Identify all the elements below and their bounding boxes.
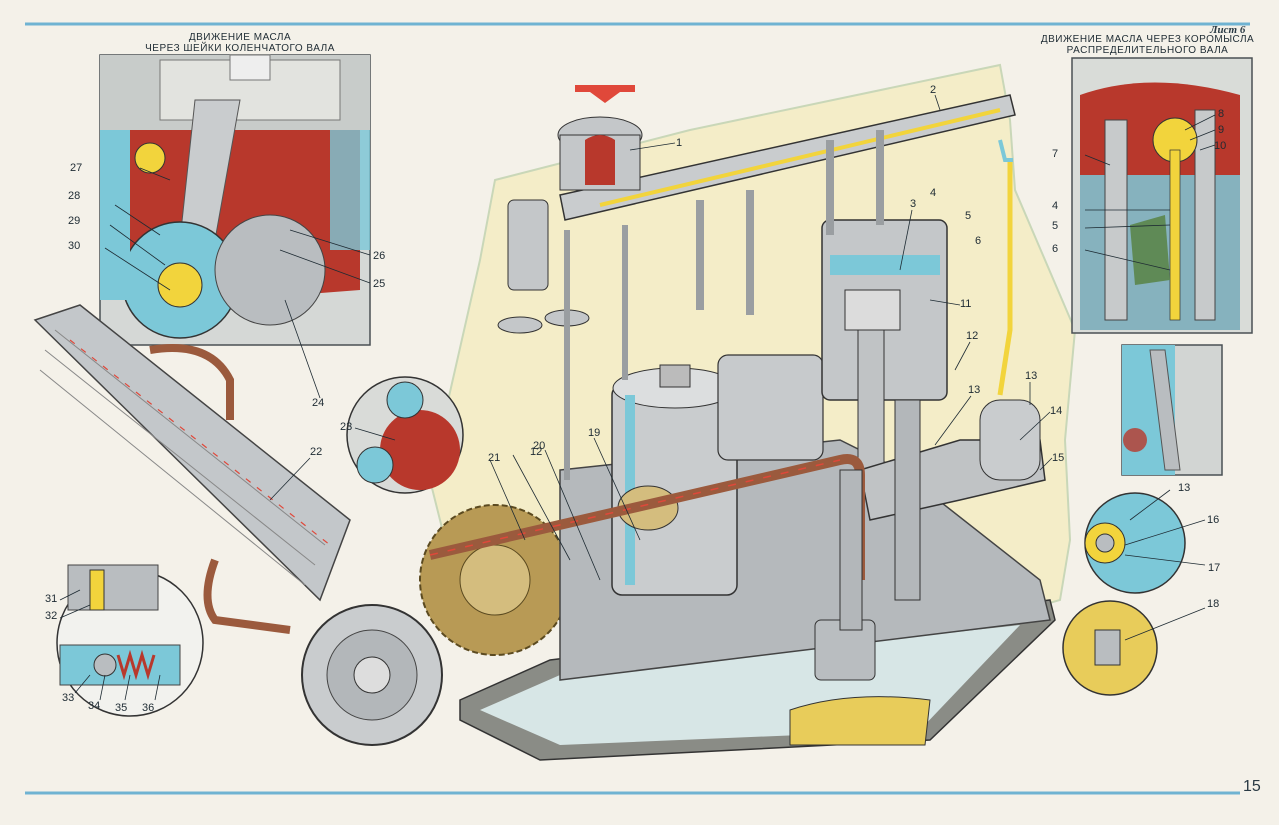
oil-filter (611, 364, 738, 596)
callout-20: 20 (533, 440, 546, 452)
callout-27: 27 (70, 162, 83, 174)
pump-shaft-inset (1121, 344, 1223, 476)
callout-15: 15 (1052, 452, 1065, 464)
callout-5: 5 (965, 210, 972, 222)
centrifuge-housing (717, 354, 824, 461)
callout-6: 6 (975, 235, 982, 247)
callout-14: 14 (1050, 405, 1063, 417)
leader-lines (59, 94, 1216, 701)
rocker-callout-8: 8 (1218, 108, 1225, 120)
left-inset-title-line1: ДВИЖЕНИЕ МАСЛА (188, 32, 292, 43)
left-inset-title: ДВИЖЕНИЕ МАСЛА ЧЕРЕЗ ШЕЙКИ КОЛЕНЧАТОГО В… (130, 32, 350, 54)
sump-oil-level (789, 696, 931, 746)
rocker-callout-5: 5 (1052, 220, 1059, 232)
right-inset-title-line1: ДВИЖЕНИЕ МАСЛА ЧЕРЕЗ КОРОМЫСЛА (1040, 34, 1255, 45)
callout-13-top: 13 (1025, 370, 1038, 382)
bypass-valve-inset (56, 564, 204, 717)
rocker-callout-4: 4 (1052, 200, 1059, 212)
oil-pump (814, 399, 921, 681)
callout-28: 28 (68, 190, 81, 202)
sheet-label: Лист 6 (1210, 24, 1246, 36)
callout-26: 26 (373, 250, 386, 262)
callout-3: 3 (910, 198, 917, 210)
rocker-inset (1071, 57, 1253, 334)
left-inset-title-line2: ЧЕРЕЗ ШЕЙКИ КОЛЕНЧАТОГО ВАЛА (145, 43, 335, 54)
callout-34: 34 (88, 700, 101, 712)
callout-12-left: 12 (530, 446, 543, 458)
callout-32: 32 (45, 610, 58, 622)
callout-22: 22 (310, 446, 323, 458)
rocker-callout-6: 6 (1052, 243, 1059, 255)
callout-24: 24 (312, 397, 325, 409)
rocker-callout-7: 7 (1052, 148, 1059, 160)
crankshaft-inset (99, 54, 371, 346)
callout-1: 1 (676, 137, 683, 149)
callout-25: 25 (373, 278, 386, 290)
callout-18: 18 (1207, 598, 1220, 610)
rocker-shaft-assembly (497, 94, 1016, 480)
gear-inset (346, 376, 464, 494)
callout-23: 23 (340, 421, 353, 433)
callout-19: 19 (588, 427, 601, 439)
callout-2: 2 (930, 84, 937, 96)
callout-31: 31 (45, 593, 58, 605)
callout-11: 11 (960, 298, 972, 310)
callout-35: 35 (115, 702, 128, 714)
callout-36: 36 (142, 702, 155, 714)
crankshaft-pulley (301, 604, 443, 746)
sump-drain-inset (1062, 600, 1158, 696)
page-number: 15 (1243, 778, 1261, 795)
callout-13-bearing: 13 (1178, 482, 1191, 494)
rocker-callout-9: 9 (1218, 124, 1225, 136)
callout-30: 30 (68, 240, 81, 252)
callout-29: 29 (68, 215, 81, 227)
callout-13-mid: 13 (968, 384, 981, 396)
right-inset-title-line2: РАСПРЕДЕЛИТЕЛЬНОГО ВАЛА (1066, 45, 1229, 56)
oil-cooler (33, 304, 351, 634)
callout-16: 16 (1207, 514, 1220, 526)
right-inset-title: ДВИЖЕНИЕ МАСЛА ЧЕРЕЗ КОРОМЫСЛА РАСПРЕДЕЛ… (1040, 34, 1255, 56)
oil-line-to-rockers (997, 160, 1013, 396)
callout-4: 4 (930, 187, 937, 199)
callout-33: 33 (62, 692, 75, 704)
oil-inlet-arrow (575, 85, 635, 103)
callout-12-right: 12 (966, 330, 979, 342)
callout-17: 17 (1208, 562, 1221, 574)
breather-cap (557, 116, 643, 191)
piston (821, 219, 948, 491)
rocker-callout-10: 10 (1214, 140, 1227, 152)
crankshaft-journal (979, 399, 1041, 481)
bearing-inset (1084, 492, 1186, 594)
callout-21: 21 (488, 452, 501, 464)
